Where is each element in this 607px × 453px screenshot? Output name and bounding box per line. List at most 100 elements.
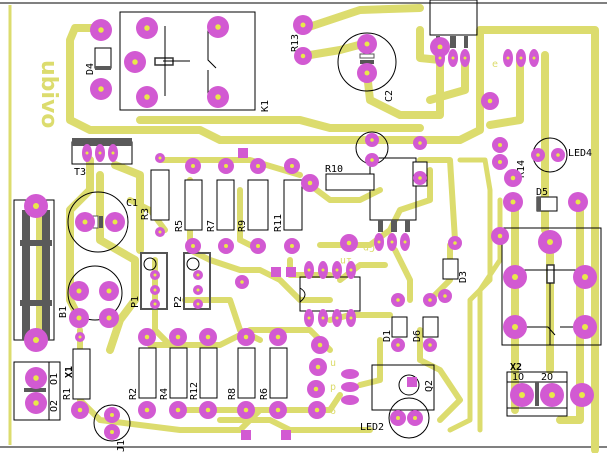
pad-square bbox=[238, 148, 248, 158]
pad-hole bbox=[396, 416, 400, 420]
pad-hole bbox=[413, 416, 417, 420]
led-led2-label: LED2 bbox=[360, 422, 384, 433]
pad-hole bbox=[144, 334, 150, 340]
pad-hole bbox=[76, 315, 82, 321]
pad-hole bbox=[307, 180, 313, 186]
connector-x2-outline bbox=[506, 371, 568, 417]
diode-d5-label: D5 bbox=[536, 187, 548, 198]
pad-hole bbox=[579, 392, 585, 398]
pad-hole bbox=[512, 324, 518, 330]
resistor-r13-label: R13 bbox=[290, 34, 301, 52]
resistor-r10-label: R10 bbox=[325, 164, 343, 175]
pad-hole bbox=[437, 44, 443, 50]
pad-hole bbox=[144, 407, 150, 413]
pad-hole bbox=[313, 386, 319, 392]
resistor-r5-label: R5 bbox=[174, 220, 185, 232]
diode-d4-body bbox=[94, 47, 112, 69]
pad-hole bbox=[191, 244, 195, 248]
resistors: R3 R5 R7 R9 R11 R10 R1 R2 R4 R12 R8 R6 R… bbox=[62, 34, 527, 400]
pad-hole bbox=[549, 392, 555, 398]
pad-hole bbox=[428, 343, 432, 347]
ic-chip-notch bbox=[299, 287, 306, 303]
connector-x1-pin2: O2 bbox=[49, 400, 60, 412]
relay-k1-label: K1 bbox=[260, 100, 271, 112]
connector-x2-pin2: 2O bbox=[541, 372, 553, 383]
pad-hole bbox=[497, 233, 503, 239]
pot-p1-wiper bbox=[143, 257, 157, 271]
pad-hole bbox=[418, 141, 422, 145]
diode-d3-body bbox=[442, 258, 459, 280]
pad-square bbox=[241, 430, 251, 440]
pad-hole bbox=[438, 56, 442, 60]
relay-k1: K1 bbox=[119, 11, 271, 112]
pads bbox=[24, 15, 597, 440]
pad-hole bbox=[77, 407, 83, 413]
transistor-q2-outline bbox=[371, 364, 435, 411]
pad-hole bbox=[582, 274, 588, 280]
resistor-r1-body bbox=[72, 348, 91, 400]
connector-x2-label: X2 bbox=[510, 362, 522, 373]
pad-hole bbox=[275, 334, 281, 340]
pad-hole bbox=[290, 244, 294, 248]
pad-hole bbox=[275, 407, 281, 413]
pad-oval bbox=[341, 395, 359, 405]
connector-x1-outline bbox=[13, 361, 61, 421]
pad-hole bbox=[33, 375, 39, 381]
pad-hole bbox=[224, 244, 228, 248]
pad-hole bbox=[519, 56, 523, 60]
pad-oval bbox=[341, 369, 359, 379]
pad-hole bbox=[106, 315, 112, 321]
pad-hole bbox=[335, 316, 339, 320]
diode-d6-label: D6 bbox=[412, 330, 423, 342]
led-led2-outline bbox=[388, 397, 430, 439]
ic-chip-outline bbox=[299, 276, 361, 312]
capacitor-c1-plate-neg bbox=[99, 216, 103, 228]
pad-hole bbox=[153, 288, 157, 292]
pad-hole bbox=[349, 268, 353, 272]
pad-square bbox=[286, 267, 296, 277]
pot-p2-outline bbox=[183, 252, 211, 310]
pad-hole bbox=[321, 268, 325, 272]
pad-hole bbox=[532, 56, 536, 60]
pad-hole bbox=[98, 151, 102, 155]
resistor-r11-label: R11 bbox=[273, 214, 284, 232]
pad-hole bbox=[196, 273, 200, 277]
pad-hole bbox=[76, 288, 82, 294]
pad-hole bbox=[377, 240, 381, 244]
pad-hole bbox=[390, 240, 394, 244]
resistor-r1-label: R1 bbox=[62, 388, 73, 400]
pad-hole bbox=[370, 138, 374, 142]
pad-oval bbox=[341, 382, 359, 392]
regulator-top-outline bbox=[429, 0, 478, 36]
pad-hole bbox=[506, 56, 510, 60]
pot-p2-label: P2 bbox=[173, 296, 184, 308]
resistor-r10-body bbox=[325, 173, 375, 191]
pad-hole bbox=[243, 407, 249, 413]
resistor-r4-label: R4 bbox=[159, 388, 170, 400]
ic-in-label: in bbox=[340, 255, 352, 266]
resistor-r7-body bbox=[216, 179, 235, 231]
connector-x1-pin1: O1 bbox=[49, 373, 60, 385]
transistor-q2-label: Q2 bbox=[424, 380, 435, 392]
relay-k2-coil bbox=[546, 264, 555, 284]
pot-p2: P2 bbox=[173, 252, 211, 310]
pad-hole bbox=[418, 176, 422, 180]
connector-x1: O1 O2 X1 bbox=[13, 361, 75, 421]
diodes: D4 D5 D3 D1 D6 bbox=[85, 47, 558, 342]
capacitor-c2-label: C2 bbox=[384, 90, 395, 102]
pad-hole bbox=[110, 413, 114, 417]
bridge-b1: B1 bbox=[58, 265, 123, 321]
pad-hole bbox=[158, 156, 162, 160]
transistor-q2-body bbox=[398, 374, 420, 396]
pad-hole bbox=[349, 316, 353, 320]
relay-k1-contacts bbox=[164, 26, 217, 96]
pad-hole bbox=[307, 268, 311, 272]
fuse-rail-right bbox=[42, 210, 50, 340]
transistor-center-lead-3 bbox=[405, 220, 410, 232]
pad-hole bbox=[315, 364, 321, 370]
pad-hole bbox=[82, 219, 88, 225]
pad-hole bbox=[335, 268, 339, 272]
pad-hole bbox=[33, 400, 39, 406]
pad-hole bbox=[33, 203, 39, 209]
